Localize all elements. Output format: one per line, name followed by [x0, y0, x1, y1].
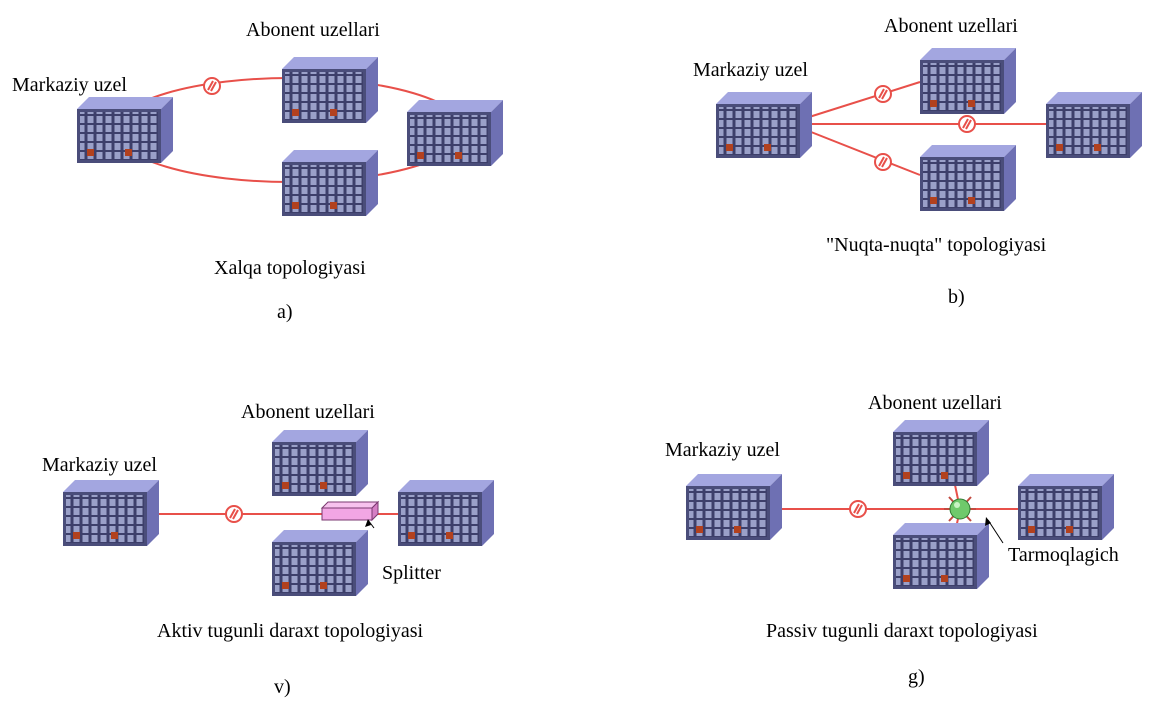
lightning-circle-icon: [874, 153, 892, 171]
central-node-label: Markaziy uzel: [665, 439, 780, 461]
passive-hub-icon: [944, 496, 976, 522]
lightning-circle-icon: [225, 505, 243, 523]
lightning-circle-icon: [958, 115, 976, 133]
panel-caption: "Nuqta-nuqta" topologiyasi: [826, 234, 1047, 256]
hub-pointer: [987, 519, 1004, 544]
server-rack-icon: [686, 474, 782, 540]
central-node-label: Markaziy uzel: [42, 454, 157, 476]
panel-caption: Xalqa topologiyasi: [214, 257, 366, 279]
panel-b-point-to-point-topology: [716, 48, 1142, 211]
server-rack-icon: [407, 100, 503, 166]
server-rack-icon: [282, 57, 378, 123]
server-rack-icon: [77, 97, 173, 163]
hub-label: Tarmoqlagich: [1008, 544, 1119, 566]
panel-a-ring-topology: [77, 57, 503, 216]
panel-letter: v): [274, 676, 291, 698]
splitter-label: Splitter: [382, 562, 441, 584]
abonent-nodes-label: Abonent uzellari: [241, 401, 375, 423]
server-rack-icon: [893, 523, 989, 589]
central-node-label: Markaziy uzel: [693, 59, 808, 81]
fiber-line: [805, 81, 921, 119]
lightning-circle-icon: [874, 85, 892, 103]
server-rack-icon: [1046, 92, 1142, 158]
splitter-pointer-arrowhead: [365, 519, 371, 527]
server-rack-icon: [920, 145, 1016, 211]
server-rack-icon: [716, 92, 812, 158]
panel-g-passive-tree-topology: [686, 420, 1114, 589]
splitter-box-icon: [320, 500, 380, 522]
server-rack-icon: [272, 530, 368, 596]
abonent-nodes-label: Abonent uzellari: [246, 19, 380, 41]
panel-letter: g): [908, 666, 925, 688]
panel-v-active-tree-topology: [63, 430, 494, 596]
server-rack-icon: [398, 480, 494, 546]
panel-letter: a): [277, 301, 293, 323]
server-rack-icon: [1018, 474, 1114, 540]
lightning-circle-icon: [849, 500, 867, 518]
server-rack-icon: [282, 150, 378, 216]
panel-caption: Aktiv tugunli daraxt topologiyasi: [157, 620, 424, 642]
lightning-circle-icon: [203, 77, 221, 95]
server-rack-icon: [272, 430, 368, 496]
abonent-nodes-label: Abonent uzellari: [868, 392, 1002, 414]
panel-caption: Passiv tugunli daraxt topologiyasi: [766, 620, 1038, 642]
server-rack-icon: [893, 420, 989, 486]
panel-letter: b): [948, 286, 965, 308]
fiber-line: [805, 129, 921, 176]
abonent-nodes-label: Abonent uzellari: [884, 15, 1018, 37]
server-rack-icon: [63, 480, 159, 546]
central-node-label: Markaziy uzel: [12, 74, 127, 96]
server-rack-icon: [920, 48, 1016, 114]
hub-pointer-arrowhead: [985, 517, 991, 526]
